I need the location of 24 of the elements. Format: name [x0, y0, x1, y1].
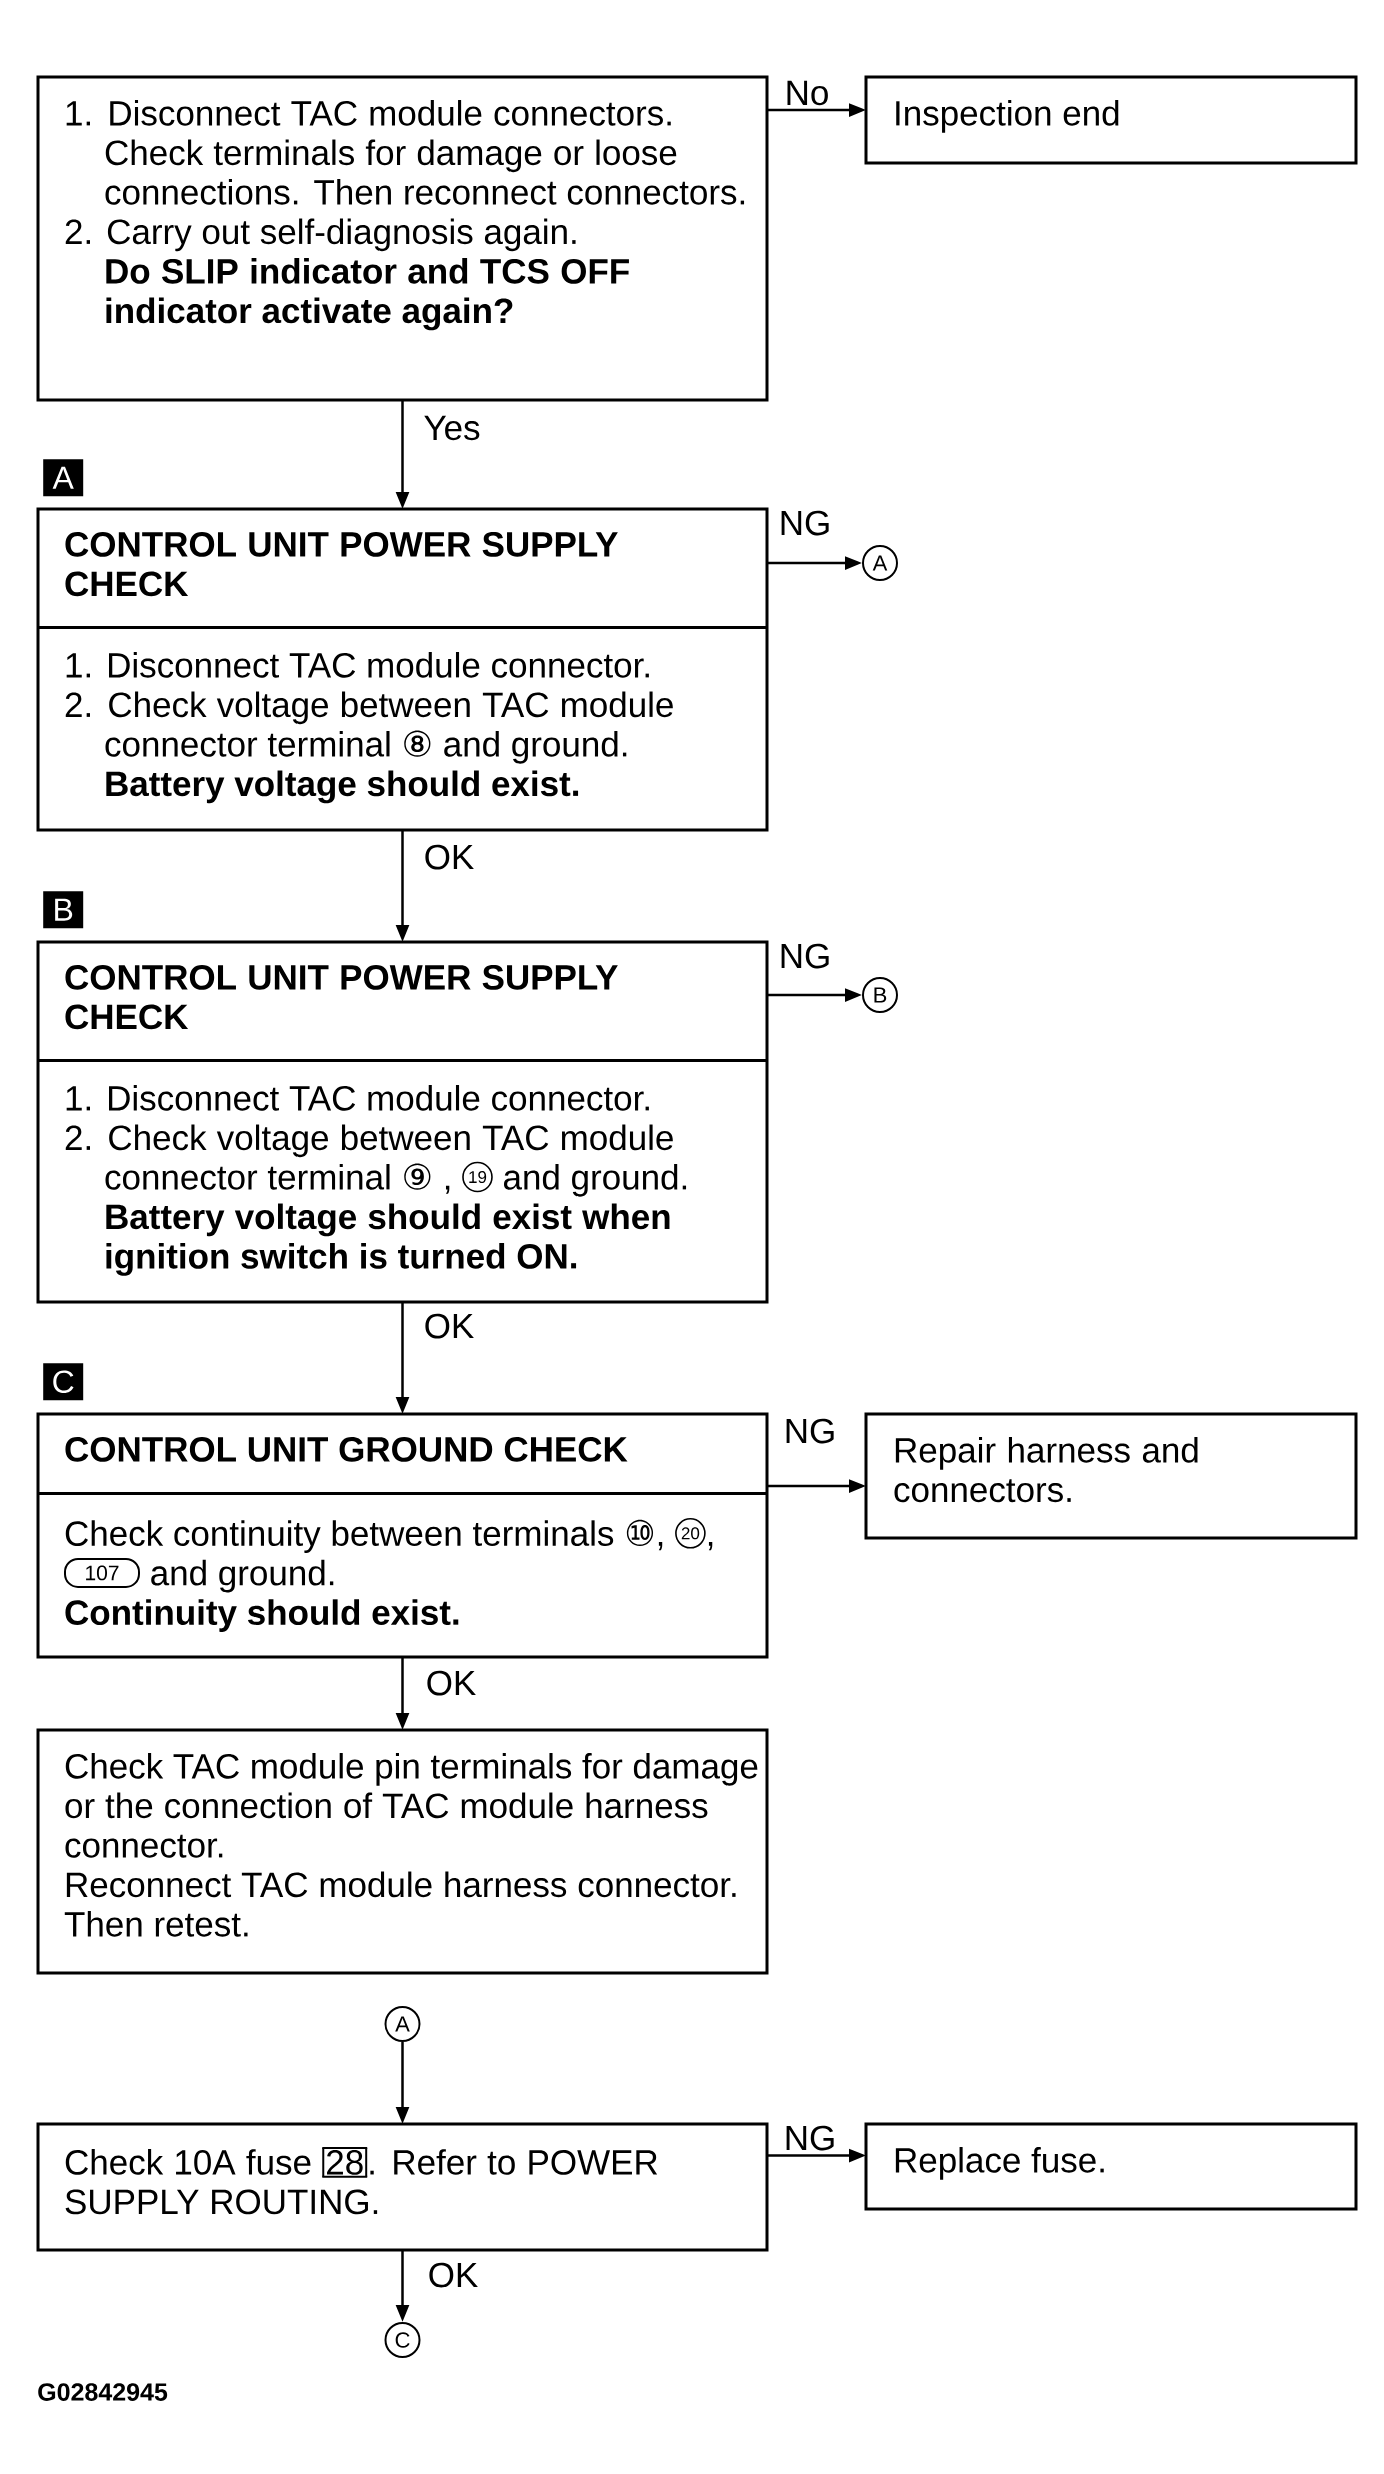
edge-label: Yes	[422, 414, 482, 442]
terminal-number: 19	[462, 1161, 493, 1193]
terminal-number: 107	[64, 1557, 140, 1588]
result-box: Repair harness and connectors.	[864, 1412, 1358, 1540]
edge-label: OK	[426, 2261, 480, 2289]
figure-code: G02842945	[38, 2383, 168, 2401]
edge-label: OK	[424, 1669, 478, 1697]
edge-label: NG	[782, 1417, 838, 1445]
step-box: CONTROL UNIT GROUND CHECK Check continuity between terminals ⑩, 20 , 107 and ground. Continuity should exist.	[36, 1412, 769, 1659]
fuse-number: 28	[321, 2147, 369, 2178]
step-box: CONTROL UNIT POWER SUPPLY CHECK 1. Disconnect TAC module connector. 2. Check voltage between TAC module connector terminal ⑨ , 19 and ground. Battery voltage should exist when ignition switch is turned ON.	[36, 940, 769, 1304]
step-box: Check 10A fuse 28 . Refer to POWER SUPPLY ROUTING.	[36, 2122, 769, 2252]
result-box: Replace fuse.	[864, 2122, 1358, 2211]
terminal-number: 20	[675, 1518, 706, 1549]
edge-label: NG	[782, 2124, 838, 2152]
edge-label: OK	[422, 843, 476, 871]
edge-label: No	[783, 79, 831, 107]
step-box: 1. Disconnect TAC module connectors. Check terminals for damage or loose connections. Then reconnect connectors. 2. Carry out self-diagnosis again. Do SLIP indicator and TCS OFF indicator activate again?	[36, 75, 769, 402]
result-box: Inspection end	[864, 75, 1358, 165]
step-box: CONTROL UNIT POWER SUPPLY CHECK 1. Disconnect TAC module connector. 2. Check voltage between TAC module connector terminal ⑧ and ground. Battery voltage should exist.	[36, 507, 769, 832]
edge-label: NG	[777, 509, 833, 537]
edge-label: NG	[777, 942, 833, 970]
step-box: Check TAC module pin terminals for damage or the connection of TAC module harness connector. Reconnect TAC module harness connector. Then retest.	[36, 1728, 769, 1975]
edge-label: OK	[422, 1312, 476, 1340]
